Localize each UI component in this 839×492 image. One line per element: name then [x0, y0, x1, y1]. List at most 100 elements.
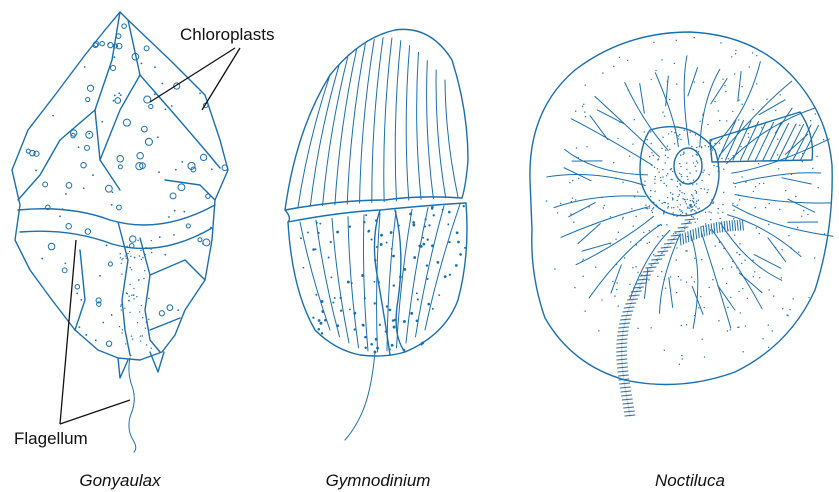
noctiluca-dot [573, 222, 574, 223]
gymnodinium-dot [347, 281, 350, 284]
noctiluca-dot [681, 210, 682, 211]
noctiluca-dot [661, 225, 662, 226]
gonyaulax-stipple [129, 312, 130, 313]
noctiluca-cytoplasm-dot [683, 181, 684, 182]
noctiluca-dot [698, 307, 699, 308]
noctiluca-dot [578, 178, 579, 179]
noctiluca-dot [616, 289, 617, 290]
noctiluca-cytoplasm-dot [662, 137, 663, 138]
gonyaulax-dot [154, 66, 156, 68]
noctiluca-dot [667, 81, 668, 82]
gonyaulax-stipple [148, 298, 149, 299]
gonyaulax-stipple [131, 294, 132, 295]
noctiluca-cytoplasm-dot [713, 165, 714, 166]
gymnodinium-dot [425, 218, 427, 220]
noctiluca-cytoplasm-dot [670, 169, 671, 170]
noctiluca-dot [691, 276, 692, 277]
gymnodinium-dot [331, 276, 333, 278]
gonyaulax-stipple [145, 328, 146, 329]
noctiluca-dot [789, 309, 790, 310]
gonyaulax-stipple [130, 256, 131, 257]
gonyaulax-body-outline [12, 12, 228, 360]
noctiluca-dot [777, 138, 778, 139]
gonyaulax-dot [134, 257, 136, 259]
noctiluca-dot [760, 291, 761, 292]
gonyaulax-dot [106, 244, 108, 246]
gonyaulax-stipple [121, 263, 122, 264]
gonyaulax-stipple [131, 335, 132, 336]
gymnodinium-dot [394, 319, 397, 322]
gymnodinium-dot [448, 241, 450, 243]
gymnodinium-dot [457, 241, 460, 244]
gonyaulax-dot [181, 161, 183, 163]
noctiluca-cytoplasm-dot [652, 212, 653, 213]
noctiluca-dot [716, 166, 717, 167]
gonyaulax-stipple [146, 321, 147, 322]
noctiluca-dot [720, 42, 721, 43]
noctiluca-cytoplasm-dot [706, 192, 707, 193]
noctiluca-cytoplasm-dot [696, 191, 697, 192]
noctiluca-dot [691, 194, 692, 195]
noctiluca-dot [584, 310, 585, 311]
gymnodinium-dot [363, 221, 365, 223]
gymnodinium-dot [376, 347, 379, 350]
gonyaulax-dot [76, 293, 78, 295]
gymnodinium-dot [392, 319, 395, 322]
noctiluca-dot [816, 156, 817, 157]
noctiluca-cytoplasm-dot [671, 207, 672, 208]
noctiluca-dot [659, 200, 660, 201]
gymnodinium-dot [416, 292, 418, 294]
noctiluca-dot [817, 187, 818, 188]
gonyaulax-stipple [142, 317, 143, 318]
noctiluca-dot [719, 143, 720, 144]
gonyaulax-stipple [121, 259, 122, 260]
noctiluca-dot [700, 296, 701, 297]
gymnodinium-dot [438, 294, 440, 296]
noctiluca-dot [722, 268, 723, 269]
noctiluca-dot [646, 243, 647, 244]
gymnodinium-dot [431, 206, 434, 209]
noctiluca-dot [802, 153, 803, 154]
noctiluca-dot [684, 193, 685, 194]
noctiluca-dot [664, 350, 665, 351]
gymnodinium-dot [361, 274, 364, 277]
gymnodinium-flagellum [345, 352, 375, 440]
noctiluca-cytoplasm-dot [668, 133, 669, 134]
noctiluca-dot [598, 330, 599, 331]
noctiluca-cytoplasm-dot [649, 207, 650, 208]
noctiluca-dot [742, 288, 743, 289]
gonyaulax-dot [83, 187, 85, 189]
noctiluca-dot [666, 224, 667, 225]
gonyaulax-dot [108, 43, 110, 45]
noctiluca-dot [701, 259, 702, 260]
gymnodinium-dot [390, 231, 393, 234]
gonyaulax-stipple [137, 240, 138, 241]
gymnodinium-dot [422, 237, 424, 239]
gymnodinium-dot [448, 211, 451, 214]
noctiluca-cytoplasm-dot [680, 184, 681, 185]
gymnodinium-dot [418, 245, 421, 248]
noctiluca-cytoplasm-dot [657, 159, 658, 160]
noctiluca-dot [727, 307, 728, 308]
noctiluca-dot [667, 203, 668, 204]
noctiluca-dot [692, 209, 693, 210]
gymnodinium-dot [312, 317, 314, 319]
noctiluca-dot [726, 120, 727, 121]
noctiluca-tentacle-segment [622, 395, 632, 396]
gymnodinium-dot [353, 312, 356, 315]
noctiluca-cytoplasm-dot [664, 162, 665, 163]
noctiluca-dot [686, 281, 687, 282]
noctiluca-cytoplasm-dot [694, 210, 695, 211]
noctiluca-dot [717, 208, 718, 209]
gymnodinium-dot [370, 238, 372, 240]
gonyaulax-stipple [139, 255, 140, 256]
noctiluca-cytoplasm-dot [712, 149, 713, 150]
noctiluca-dot [707, 124, 708, 125]
noctiluca-dot [708, 146, 709, 147]
gymnodinium-dot [317, 328, 320, 331]
noctiluca-dot [604, 205, 605, 206]
gonyaulax-stipple [122, 258, 123, 259]
gonyaulax-dot [138, 279, 140, 281]
noctiluca-dot [695, 150, 696, 151]
